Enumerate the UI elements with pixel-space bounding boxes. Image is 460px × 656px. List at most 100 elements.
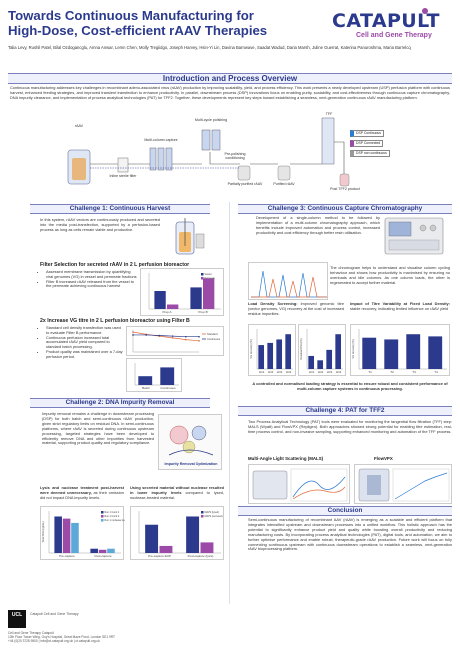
chart3-bar-0-1	[62, 518, 71, 553]
perfusion-bioreactor-icon	[168, 216, 208, 258]
legend-dsp-continuous: DSP Continuous	[350, 130, 385, 137]
increase-bullet-1: Standard cell density transfection was u…	[46, 325, 124, 336]
chart6-bar-2-0	[326, 349, 333, 369]
chart7-tick-1: T2	[390, 370, 394, 374]
chart1-point-1-2	[158, 334, 161, 337]
chart0-bar-1-0	[190, 287, 202, 309]
chart0-legend-swatch-0	[201, 273, 204, 276]
secreted-block: Using secreted material without nuclease…	[130, 485, 224, 501]
chart3-bar-1-2	[107, 548, 115, 553]
chart3-legend-1: Run 1 Cond 2	[105, 515, 120, 518]
filter-bullet-1: Assessed membrane transmission by quanti…	[46, 269, 138, 280]
chart0-tick-1: Prep B	[198, 310, 207, 314]
chart6-bar-3-0	[335, 334, 342, 369]
chart3-legend-swatch-2	[101, 519, 104, 522]
chart3-legend-swatch-0	[101, 511, 104, 514]
increase-bullet-3: Product quality was maintained over a 7-…	[46, 349, 124, 360]
chart7-bar-0-0	[362, 337, 377, 369]
chart5-tick-0: LD1	[259, 370, 265, 374]
column-divider	[229, 202, 230, 604]
chart4-legend-swatch-0	[201, 511, 204, 514]
diagram-label-raav: rAAV	[74, 124, 84, 128]
chart6-bar-0-0	[308, 355, 315, 369]
mals-image	[248, 464, 350, 504]
logo-word: CATAPULT	[332, 10, 440, 32]
footer-text-3: +44 (0)20 3728 9500 | info@ct.catapult.o…	[8, 639, 100, 644]
chart4-legend-0: MAVS (lysed)	[205, 511, 220, 514]
diagram-label-polishing: Multi-cycle polishing	[194, 118, 228, 122]
chart4-bar-1-0	[186, 516, 200, 553]
chart1-legend-0: Standard	[207, 332, 218, 336]
author-list: Talia Levy, Rushil Patel, Bilal Ozdoganc…	[8, 45, 411, 50]
chromogram-text: The chromogram helps to understand and v…	[330, 265, 450, 285]
catapult-logo: CATAPULT Cell and Gene Therapy	[332, 8, 452, 50]
chart5-tick-1: LD2	[268, 370, 274, 374]
chart4-tick-1: Post-capture (lysis)	[188, 554, 214, 558]
challenge2-text: Impurity removal remains a challenge in …	[42, 411, 154, 446]
diagram-label-partial: Partially purified rAAV	[227, 182, 263, 186]
poster-title: Towards Continuous Manufacturing for Hig…	[8, 8, 308, 38]
intro-text: Continuous manufacturing addresses key c…	[10, 85, 450, 100]
chart7-bar-2-0	[406, 334, 421, 369]
challenge3-text: Development of a single-column method to…	[256, 215, 380, 235]
chart0-legend-swatch-1	[201, 277, 204, 280]
challenge1-text: In this system, rAAV vectors are continu…	[40, 217, 160, 232]
chart7-tick-0: T1	[368, 370, 372, 374]
increase-bullets: Standard cell density transfection was u…	[40, 325, 124, 360]
load-density-block: Load Density Screening: improved genomic…	[248, 301, 344, 317]
chart7-tick-2: T3	[412, 370, 416, 374]
chart4-bar-0-0	[145, 524, 159, 553]
impurity-removal-image: Impurity Removal Optimization	[158, 414, 222, 470]
chart7-bar-3-0	[428, 336, 443, 369]
chart0-bar-0-0	[154, 291, 166, 309]
secreted-heading: Using secreted material without nuclease…	[130, 485, 224, 495]
chart2-bar-1-0	[160, 367, 175, 385]
chart5-tick-3: LD4	[286, 370, 292, 374]
chart1-point-1-3	[171, 335, 174, 337]
chart0-bar-1-1	[203, 278, 215, 309]
title-line-2: High-Dose, Cost-efficient rAAV Therapies	[8, 23, 268, 38]
chart4-bar-0-1	[159, 545, 173, 553]
chart3-bar-1-1	[98, 549, 107, 553]
chart3-tick-0: Pre-capture	[59, 554, 75, 558]
lysis-block: Lysis and nuclease treatment post-harves…	[40, 485, 124, 501]
footer-text-1: Cell and Gene Therapy Catapult	[8, 631, 54, 635]
chart6-tick-0: LD1	[309, 370, 315, 374]
chart4-bar-1-1	[200, 542, 214, 553]
chart1-point-0-0	[132, 331, 134, 333]
process-diagram-svg	[67, 117, 350, 187]
filter-bullets: Assessed membrane transmission by quanti…	[40, 269, 138, 289]
chromatography-system-icon	[383, 214, 447, 258]
chart3-legend-swatch-1	[101, 515, 104, 518]
diagram-label-post-tff: Post TFF2 product	[330, 187, 360, 191]
chart1-point-1-0	[132, 334, 134, 336]
increase-bullet-2: Continuous perfusion increased total acc…	[46, 335, 124, 350]
chart5-bar-0-0	[258, 345, 265, 369]
chart1-series-0	[132, 331, 200, 342]
footer-lab: Catapult Cell and Gene Therapy	[30, 612, 79, 616]
diagram-label-filter: Inline sterile filter	[109, 174, 137, 178]
ucl-logo-icon: UCL	[8, 610, 26, 628]
secreted-text: compared to lysed, nuclease-treated mate…	[130, 489, 224, 500]
diagram-label-tff: TFF	[325, 112, 333, 116]
chart1-point-0-5	[198, 340, 200, 342]
chart7-ylabel: VG recovery (%)	[351, 339, 355, 358]
flowvpx-label: FlowVPX	[374, 456, 393, 461]
chart5-bar-2-0	[276, 339, 283, 369]
chart6-bar-1-0	[317, 360, 324, 369]
chart3-ylabel: Total DNA (ng/mL)	[41, 521, 45, 542]
footer-contact: Cell and Gene Therapy Catapult 12th Floo…	[8, 631, 115, 644]
chart1-point-0-3	[171, 337, 174, 339]
legend-dsp-connected: DSP Connected	[350, 140, 384, 147]
impact-heading: Impact of Titre Variability at Fixed Loa…	[350, 301, 450, 306]
chart4-tick-0: Pre-capture EOP	[148, 554, 171, 558]
chromatogram-image	[248, 262, 328, 300]
legend-dsp-non-continuous: DSP non continuous	[350, 150, 390, 157]
chart1-point-1-4	[185, 335, 187, 338]
chart5-ylabel: VG recovery (%)	[249, 339, 253, 358]
challenge3-conclusion: A controlled and normalised loading stra…	[252, 381, 448, 391]
